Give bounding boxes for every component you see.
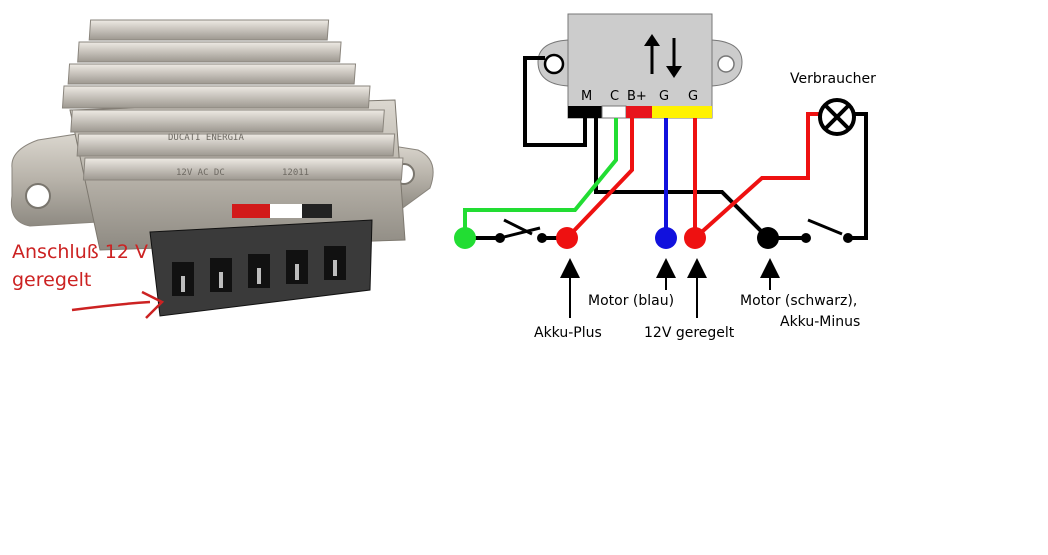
label-12v: 12V geregelt	[644, 325, 735, 341]
lamp-icon	[818, 98, 856, 136]
photo-caption-line2: geregelt	[12, 269, 91, 291]
switch-left	[465, 218, 567, 243]
wire-ground-loop	[523, 56, 587, 147]
pin-strip-white	[601, 105, 627, 119]
terminal-akku-plus	[556, 227, 578, 249]
terminal-12v	[684, 227, 706, 249]
stripe-black	[302, 204, 332, 218]
left-mount-hole	[25, 183, 51, 209]
caption-arrow-head	[141, 290, 165, 319]
wire-green	[463, 118, 618, 238]
regulator-box	[567, 13, 713, 119]
wire-red-consumer	[693, 112, 822, 240]
regulator-symbol: M C B+ G G	[537, 13, 743, 119]
stripe-red	[232, 204, 270, 218]
pin-label-bplus: B+	[627, 89, 647, 104]
wire-red-bplus	[565, 118, 634, 240]
housing-marking-3: 12011	[282, 168, 309, 178]
housing-marking-2: 12V AC DC	[176, 168, 225, 178]
pin-label-g1: G	[659, 89, 669, 104]
regulator-photo: DUCATI ENERGIA 12V AC DC 12011	[10, 19, 434, 317]
pin-label-c: C	[610, 89, 619, 104]
switch-right	[768, 218, 853, 243]
pin-strip-yellow	[652, 106, 712, 118]
up-down-arrows-icon	[644, 34, 682, 78]
wire-black-bus	[594, 118, 770, 240]
pin-strip-black	[568, 106, 602, 118]
terminal-green	[454, 227, 476, 249]
wire-black-consumer	[848, 112, 868, 240]
pin-label-g2: G	[688, 89, 698, 104]
label-motor-black-2: Akku-Minus	[780, 314, 860, 330]
cooling-fins	[61, 19, 404, 181]
connector-blades	[181, 260, 337, 292]
label-motor-blue: Motor (blau)	[588, 293, 674, 309]
terminal-motor-black	[757, 227, 779, 249]
label-consumer: Verbraucher	[790, 71, 876, 87]
mount-hole-right	[717, 55, 735, 73]
caption-arrow-line	[71, 300, 151, 312]
pin-label-m: M	[581, 89, 592, 104]
label-motor-black-1: Motor (schwarz),	[740, 293, 857, 309]
stripe-white	[270, 204, 302, 218]
housing-marking-1: DUCATI ENERGIA	[168, 133, 244, 143]
pin-strip-red	[626, 106, 652, 118]
label-akku-plus: Akku-Plus	[534, 325, 602, 341]
mount-hole-left	[543, 53, 565, 75]
terminal-motor-blue	[655, 227, 677, 249]
photo-caption-line1: Anschluß 12 V	[12, 241, 148, 263]
